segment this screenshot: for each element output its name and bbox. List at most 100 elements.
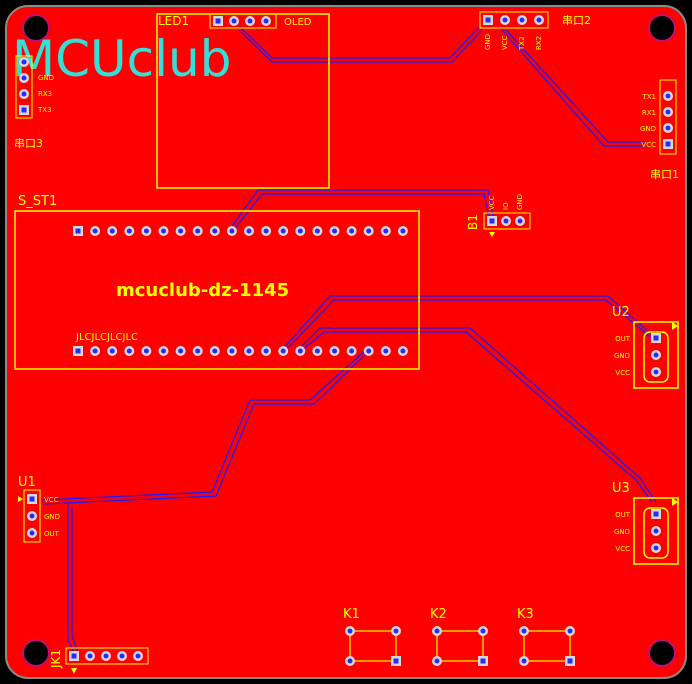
trace-module-u1-a	[41, 349, 367, 501]
module-top-pad-2-hole	[92, 228, 98, 234]
uart3-outline	[15, 55, 33, 119]
u2-pin-label-1: OUT	[615, 335, 631, 343]
u2-pin1-marker	[672, 322, 678, 330]
u1-pin-label-1: VCC	[44, 496, 59, 504]
mounting-hole-top-left	[22, 14, 50, 42]
uart2-pad-4-hole	[536, 17, 542, 23]
module-bottom-pad-13-hole	[280, 348, 286, 354]
module-bottom-pads	[73, 346, 408, 356]
u3-pin-label-3: VCC	[615, 545, 630, 553]
module-bottom-pad-9-hole	[212, 348, 218, 354]
oled-footprint: LED1 OLED	[156, 13, 330, 189]
uart1-pin-label-2: RX1	[642, 109, 656, 117]
trace-oled-uart2-b	[238, 25, 481, 59]
k1-pad-4-hole	[393, 658, 399, 664]
uart2-pad-2-hole	[502, 17, 508, 23]
b1-pin-label-1: VCC	[488, 195, 496, 210]
b1-pad-1-hole	[489, 218, 495, 224]
module-bottom-pad-7-hole	[178, 348, 184, 354]
main-module-marking: JLCJLCJLCJLC	[75, 332, 138, 343]
k1-label: K1	[343, 607, 360, 622]
k3-pad-3-hole	[521, 658, 527, 664]
u1-label: U1	[18, 475, 36, 490]
module-top-pad-16-hole	[332, 228, 337, 234]
k2-label: K2	[430, 607, 447, 622]
module-bottom-pad-1-hole	[75, 348, 81, 354]
module-bottom-pad-18-hole	[366, 348, 372, 354]
module-top-pad-6-hole	[161, 228, 166, 234]
u3-pin1-marker	[672, 498, 678, 506]
module-bottom-pad-20-hole	[400, 348, 406, 354]
k2-pad-2-hole	[480, 628, 486, 634]
b1-pads	[487, 216, 525, 226]
oled-label: OLED	[284, 17, 312, 28]
u3-pin-label-1: OUT	[615, 511, 631, 519]
trace-module-u3-b	[301, 331, 653, 503]
k3-pad-1-hole	[521, 628, 527, 634]
trace-module-u2-a	[281, 295, 659, 351]
uart2-pad-3-hole	[519, 17, 525, 23]
trace-module-u3-a	[297, 327, 657, 503]
mounting-holes	[22, 14, 676, 667]
uart2-label: 串口2	[562, 14, 591, 27]
uart3-pin-label-1: GND	[38, 74, 54, 82]
mounting-hole-bottom-left	[22, 639, 50, 667]
module-top-pad-12-hole	[263, 228, 269, 234]
jk1-label: JK1	[49, 649, 63, 669]
jk1-pad-2-hole	[87, 653, 93, 659]
board-outline	[5, 5, 687, 679]
k3-pad-2-hole	[567, 628, 573, 634]
module-bottom-pad-19-hole	[383, 348, 389, 354]
u3-pad-frame	[643, 507, 669, 559]
u3-label: U3	[612, 481, 630, 496]
module-bottom-pad-17-hole	[349, 348, 355, 354]
module-bottom-pad-11-hole	[246, 348, 252, 354]
b1-pad-3-hole	[517, 218, 523, 224]
main-module-ref: S_ST1	[18, 194, 57, 209]
module-top-pad-19-hole	[383, 228, 389, 234]
module-top-pads	[73, 226, 408, 236]
b1-label: B1	[466, 214, 480, 230]
oled-pad-4-hole	[263, 18, 269, 24]
module-top-pad-10-hole	[229, 228, 235, 234]
k1-pad-3-hole	[347, 658, 353, 664]
uart3-pads	[19, 57, 29, 115]
k2-outline	[436, 630, 484, 662]
u1-pad-1-hole	[29, 496, 35, 502]
module-top-pad-7-hole	[178, 228, 184, 234]
module-top-pad-15-hole	[314, 228, 320, 234]
oled-header	[209, 13, 277, 29]
main-module-title: mcuclub-dz-1145	[116, 280, 289, 301]
uart2-pin-label-2: VCC	[501, 35, 509, 50]
module-top-pad-20-hole	[400, 228, 406, 234]
k3-pad-4-hole	[567, 658, 573, 664]
k2-pad-4-hole	[480, 658, 486, 664]
u1-pin1-marker	[18, 496, 23, 502]
jk1-pad-1-hole	[71, 653, 77, 659]
jk1-pads	[69, 651, 143, 661]
u3-pad-2-hole	[653, 528, 659, 534]
trace-uart2-uart1-a	[505, 29, 645, 143]
u2-pad-1-hole	[653, 335, 659, 341]
uart3-pad-4-hole	[21, 59, 27, 65]
module-top-pad-11-hole	[246, 228, 252, 234]
uart3-pad-3-hole	[21, 75, 27, 81]
module-bottom-pad-4-hole	[126, 348, 132, 354]
uart2-pin-label-4: RX2	[535, 36, 543, 50]
uart2-pad-1-hole	[485, 17, 491, 23]
uart3-pad-1-hole	[21, 107, 27, 113]
k2-footprint	[432, 626, 488, 666]
u1-pin-label-3: OUT	[44, 530, 60, 538]
uart2-pin-label-3: TX2	[518, 36, 526, 51]
u1-pad-2-hole	[29, 513, 35, 519]
module-top-pad-4-hole	[126, 228, 132, 234]
k3-footprint	[519, 626, 575, 666]
module-bottom-pad-14-hole	[297, 348, 303, 354]
